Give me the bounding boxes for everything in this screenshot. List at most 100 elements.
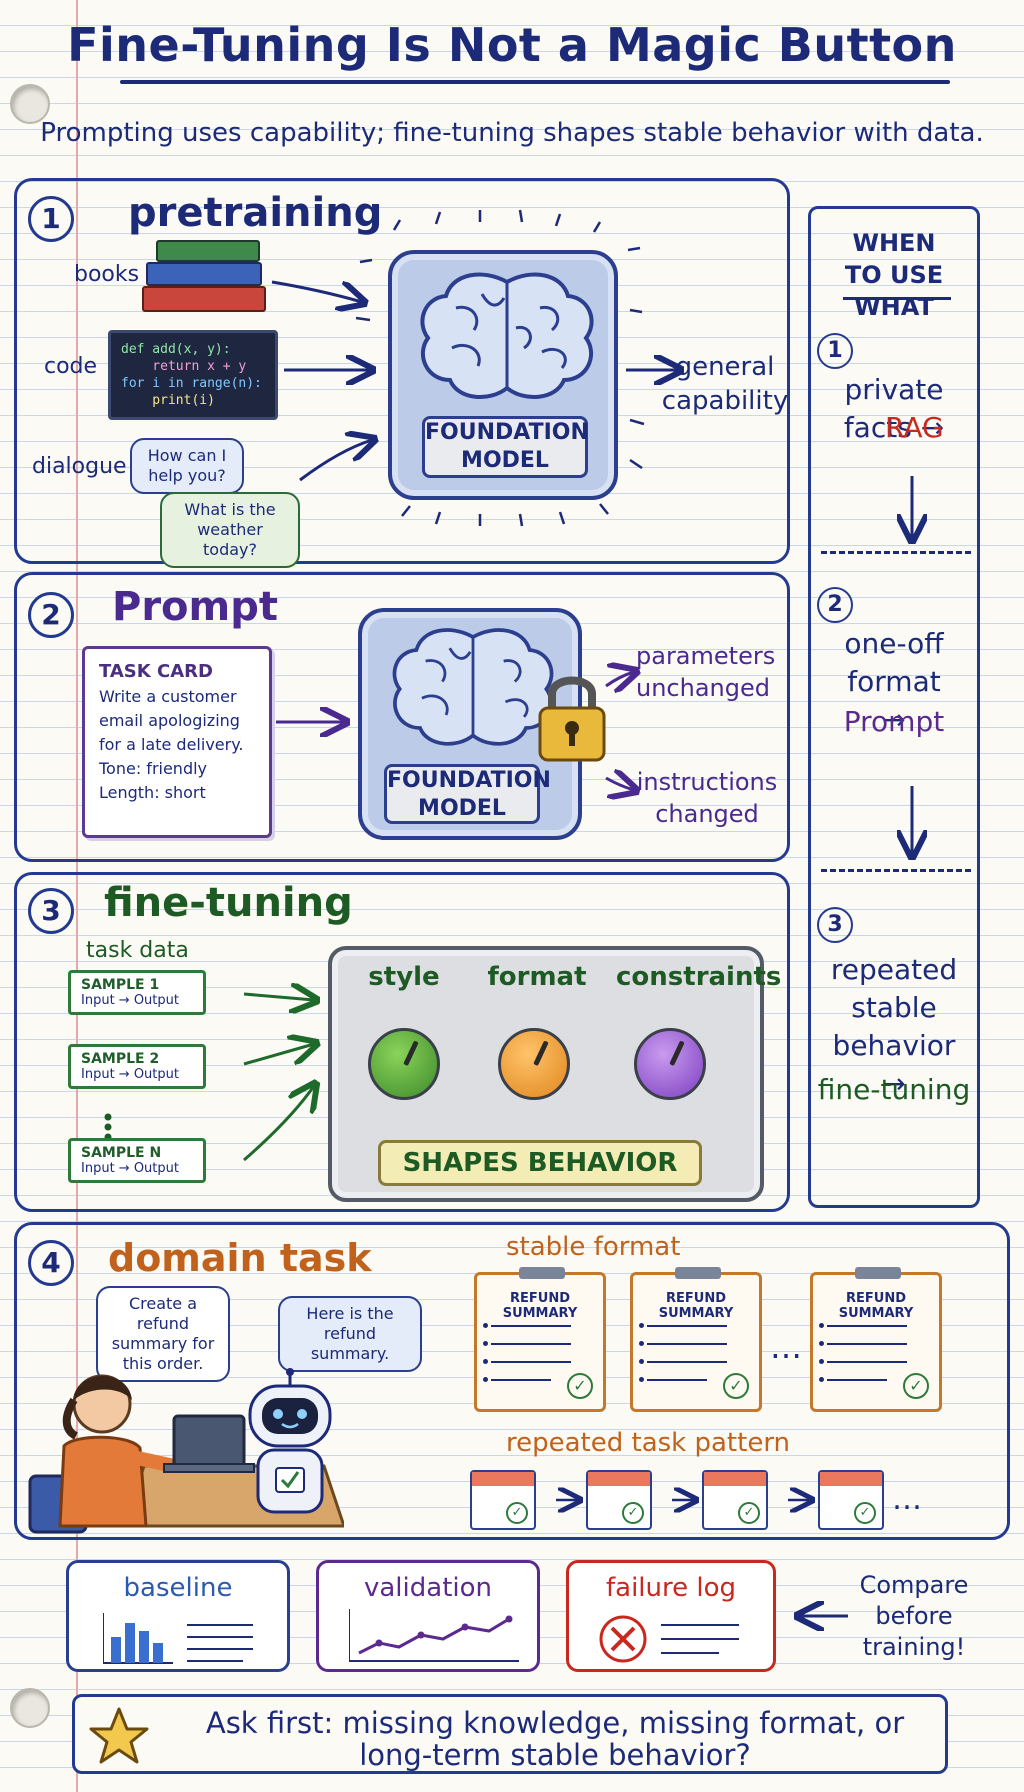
repeated-task-pattern-label: repeated task pattern (506, 1428, 791, 1458)
sample-io: Input → Output (81, 993, 179, 1008)
check-icon: ✓ (903, 1373, 929, 1399)
code-line-2: return x + y (121, 359, 247, 374)
validation-card: validation (316, 1560, 540, 1672)
output-instructions-changed: instructions changed (636, 768, 778, 828)
output-general-capability: general capability (661, 352, 789, 416)
when-to-use-sidebar: WHEN TO USE WHAT 1 private facts → RAG 2… (808, 206, 980, 1208)
task-card-title: TASK CARD (99, 661, 213, 682)
compare-before-training: Compare before training! (859, 1571, 969, 1661)
error-x-icon (599, 1615, 739, 1663)
check-icon: ✓ (567, 1373, 593, 1399)
section-heading-domain-task: domain task (108, 1236, 372, 1280)
user-speech-bubble: Create a refund summary for this order. (96, 1286, 230, 1382)
sample-title: SAMPLE N (81, 1145, 162, 1161)
sidebar-text-1: private facts → (843, 373, 945, 444)
sidebar-text-3: repeated stable behavior → (830, 953, 958, 1100)
lock-icon (538, 676, 606, 762)
sample-n: SAMPLE N Input → Output (68, 1138, 206, 1183)
code-line-1: def add(x, y): (121, 342, 231, 357)
style-knob[interactable] (368, 1028, 440, 1100)
step-number-2: 2 (28, 592, 74, 638)
sidebar-heading-underline (843, 297, 951, 300)
robot-icon (248, 1368, 332, 1514)
sidebar-text-2: one-off format → (844, 627, 944, 736)
baseline-label: baseline (123, 1573, 233, 1603)
calendar-icon: ✓ (818, 1470, 884, 1530)
sidebar-divider (821, 551, 971, 554)
step-number-4: 4 (28, 1240, 74, 1286)
refund-summary-card-1: REFUND SUMMARY ✓ (474, 1267, 606, 1412)
clip-title: REFUND SUMMARY (502, 1291, 578, 1321)
clip-ellipsis: … (770, 1328, 802, 1366)
clip-title: REFUND SUMMARY (838, 1291, 914, 1321)
dialogue-bubble-weather: What is the weather today? (160, 492, 300, 568)
ask-first-banner: Ask first: missing knowledge, missing fo… (72, 1694, 948, 1774)
sidebar-step-1: 1 (817, 333, 853, 369)
sample-title: SAMPLE 1 (81, 977, 160, 993)
sidebar-heading: WHEN TO USE WHAT (844, 229, 944, 321)
bar-chart-icon (103, 1613, 253, 1664)
books-icon (142, 240, 272, 322)
calendar-icon: ✓ (702, 1470, 768, 1530)
calendar-ellipsis: … (892, 1482, 922, 1517)
section-heading-prompt: Prompt (112, 584, 278, 630)
page-title: Fine-Tuning Is Not a Magic Button (67, 18, 957, 72)
line-chart-icon (349, 1609, 519, 1662)
task-card-length: Length: short (99, 783, 206, 802)
dialogue-bubble-question: How can I help you? (130, 438, 244, 494)
input-label-code: code (44, 354, 98, 379)
ask-first-question: Ask first: missing knowledge, missing fo… (205, 1706, 905, 1772)
output-parameters-unchanged: parameters unchanged (636, 642, 776, 702)
knob-label-style: style (368, 962, 440, 992)
step-number-1: 1 (28, 196, 74, 242)
model-label-1: FOUNDATION MODEL (422, 416, 589, 478)
stable-format-label: stable format (506, 1232, 681, 1262)
bot-speech-bubble: Here is the refund summary. (278, 1296, 422, 1372)
section-prompt (14, 572, 790, 862)
check-icon: ✓ (723, 1373, 749, 1399)
sidebar-step-2: 2 (817, 587, 853, 623)
section-fine-tuning (14, 872, 790, 1212)
task-data-label: task data (86, 938, 189, 963)
binder-hole-bottom (10, 1688, 50, 1728)
binder-hole-top (10, 84, 50, 124)
section-pretraining (14, 178, 790, 564)
page-subtitle: Prompting uses capability; fine-tuning s… (40, 118, 984, 148)
sidebar-result-fine-tuning: fine-tuning (817, 1073, 971, 1106)
shapes-behavior-plate: SHAPES BEHAVIOR (378, 1140, 702, 1186)
code-line-4: print(i) (121, 393, 215, 408)
sidebar-result-prompt: Prompt (843, 705, 945, 738)
refund-summary-card-2: REFUND SUMMARY ✓ (630, 1267, 762, 1412)
sample-io: Input → Output (81, 1161, 179, 1176)
format-knob[interactable] (498, 1028, 570, 1100)
sidebar-result-rag: RAG (885, 411, 944, 444)
task-card-body: Write a customer email apologizing for a… (99, 687, 244, 754)
task-card: TASK CARD Write a customer email apologi… (82, 646, 272, 838)
model-label-2: FOUNDATION MODEL (384, 764, 551, 824)
brain-icon (392, 628, 554, 746)
sample-title: SAMPLE 2 (81, 1051, 160, 1067)
sample-io: Input → Output (81, 1067, 179, 1082)
title-underline (120, 80, 950, 84)
calendar-icon: ✓ (470, 1470, 536, 1530)
calendar-icon: ✓ (586, 1470, 652, 1530)
sidebar-divider (821, 869, 971, 872)
section-domain-task (14, 1222, 1010, 1540)
input-label-books: books (74, 262, 140, 287)
sample-2: SAMPLE 2 Input → Output (68, 1044, 206, 1089)
star-icon (89, 1707, 149, 1764)
code-snippet: def add(x, y): return x + y for i in ran… (108, 330, 278, 420)
code-line-3: for i in range(n): (121, 376, 262, 391)
section-heading-pretraining: pretraining (128, 190, 383, 236)
constraints-knob[interactable] (634, 1028, 706, 1100)
baseline-card: baseline (66, 1560, 290, 1672)
failure-log-label: failure log (605, 1573, 737, 1603)
sample-1: SAMPLE 1 Input → Output (68, 970, 206, 1015)
brain-icon (420, 272, 594, 400)
task-card-tone: Tone: friendly (99, 759, 208, 778)
sidebar-step-3: 3 (817, 907, 853, 943)
validation-label: validation (363, 1573, 492, 1603)
knob-label-format: format (487, 962, 587, 992)
knob-label-constraints: constraints (616, 962, 782, 992)
refund-summary-card-n: REFUND SUMMARY ✓ (810, 1267, 942, 1412)
